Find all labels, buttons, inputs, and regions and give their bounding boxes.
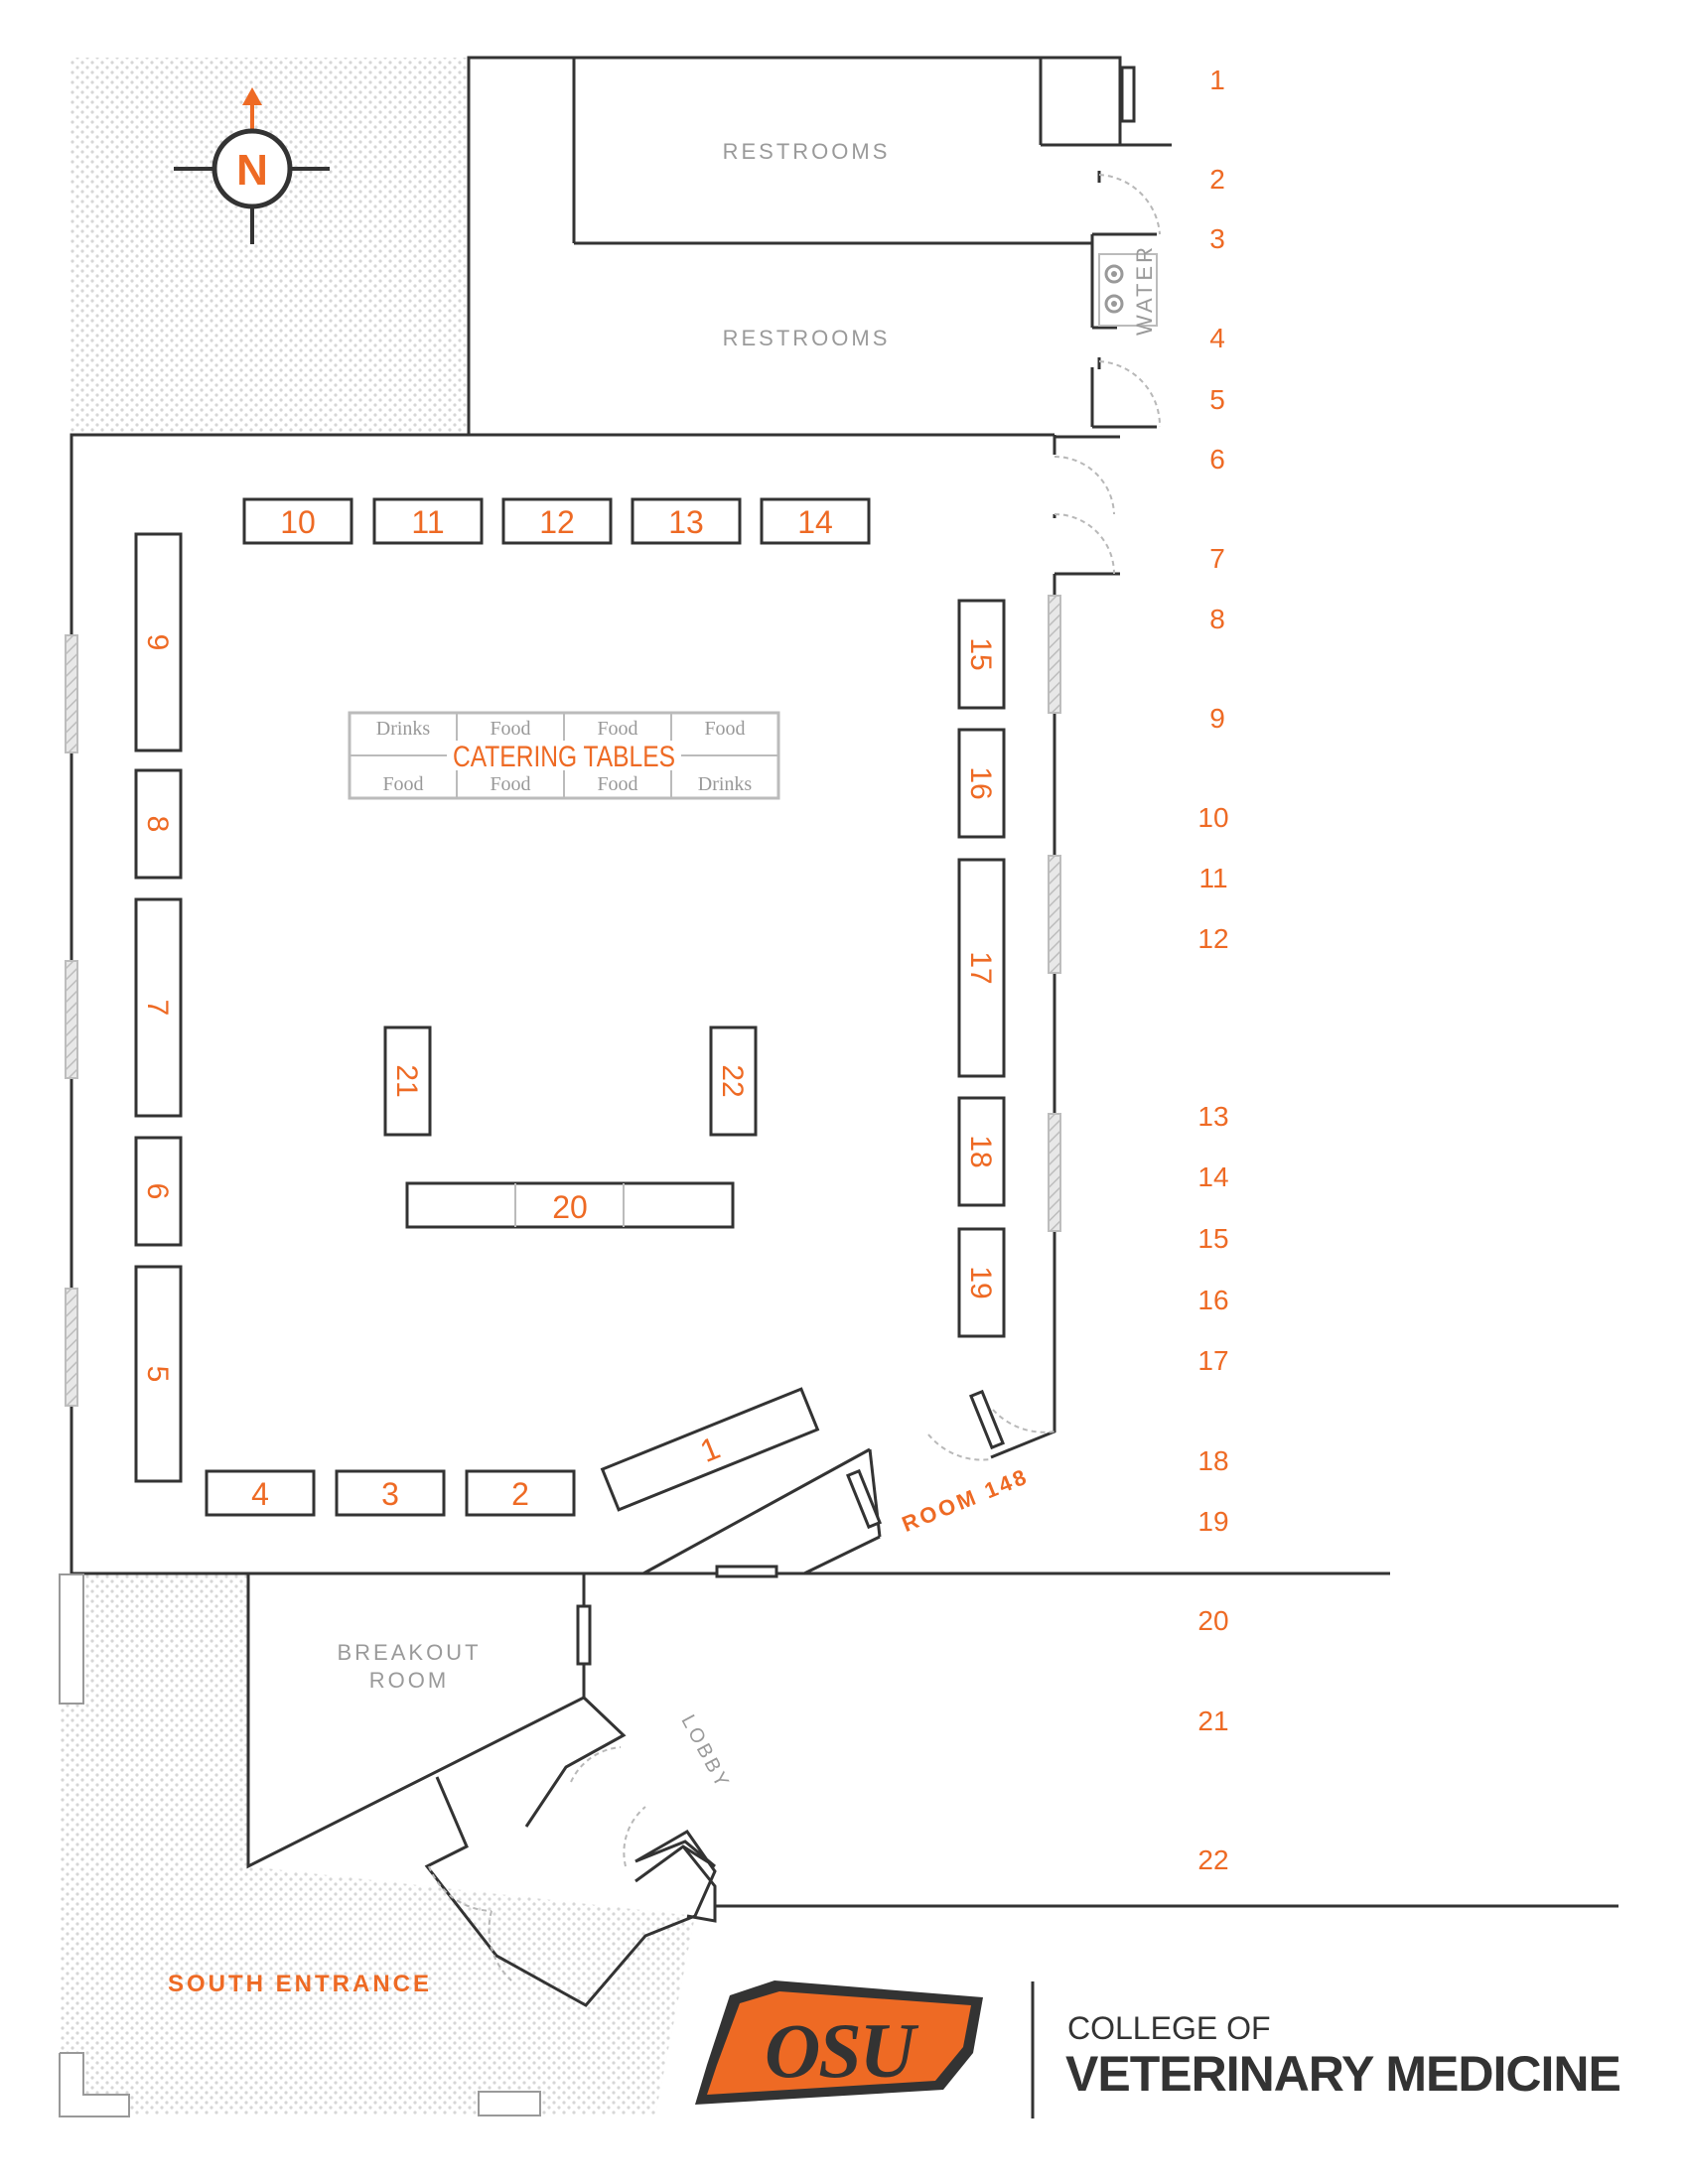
legend-10: 10 <box>1197 802 1228 833</box>
table-1 <box>600 1387 820 1512</box>
table-4-label: 4 <box>251 1476 269 1512</box>
catering-bottom-4: Drinks <box>698 773 753 795</box>
table-3-label: 3 <box>381 1476 399 1512</box>
legend-4: 4 <box>1209 323 1225 353</box>
table-19 <box>957 1227 1006 1338</box>
table-5-label: 5 <box>141 1366 174 1383</box>
legend-3: 3 <box>1209 223 1225 254</box>
compass-north-label: N <box>236 146 268 195</box>
osu-logo-icon: OSU <box>695 1980 983 2105</box>
table-6-label: 6 <box>141 1183 174 1200</box>
restrooms-label-top: RESTROOMS <box>723 139 891 164</box>
veterinary-medicine-label: VETERINARY MEDICINE <box>1065 2046 1620 2102</box>
legend-5: 5 <box>1209 384 1225 415</box>
water-label: WATER <box>1132 244 1157 336</box>
table-13-label: 13 <box>668 504 704 540</box>
breakout-room-label-line2: ROOM <box>369 1668 449 1693</box>
north-arrow-compass-icon: N <box>174 87 330 244</box>
breakout-room-label-line1: BREAKOUT <box>337 1640 481 1665</box>
catering-bottom-1: Food <box>382 773 423 795</box>
table-9 <box>134 532 183 752</box>
table-16 <box>957 728 1006 839</box>
number-legend: 1 2 3 4 5 6 7 8 9 10 11 12 13 14 15 16 1… <box>1197 65 1228 1875</box>
catering-bottom-3: Food <box>597 773 637 795</box>
table-3 <box>335 1469 446 1517</box>
catering-top-3: Food <box>597 718 637 740</box>
table-9-label: 9 <box>141 634 174 651</box>
legend-9: 9 <box>1209 703 1225 734</box>
footer: OSU COLLEGE OF VETERINARY MEDICINE <box>695 1980 1621 2118</box>
catering-top-1: Drinks <box>376 718 431 740</box>
table-11 <box>372 497 484 545</box>
table-8 <box>134 768 183 880</box>
table-8-label: 8 <box>141 816 174 833</box>
table-15-label: 15 <box>964 637 997 670</box>
table-5 <box>134 1265 183 1483</box>
college-of-label: COLLEGE OF <box>1067 2010 1271 2046</box>
lobby-label: LOBBY <box>676 1711 734 1793</box>
table-22 <box>709 1025 758 1137</box>
table-12 <box>501 497 613 545</box>
door-swings <box>428 174 1162 1981</box>
catering-top-4: Food <box>704 718 745 740</box>
table-14 <box>760 497 871 545</box>
legend-22: 22 <box>1197 1844 1228 1875</box>
legend-13: 13 <box>1197 1101 1228 1132</box>
table-22-label: 22 <box>716 1064 749 1097</box>
legend-18: 18 <box>1197 1445 1228 1476</box>
osu-logo-text: OSU <box>765 2007 919 2094</box>
restrooms-label-bottom: RESTROOMS <box>723 326 891 350</box>
table-7-label: 7 <box>141 1000 174 1017</box>
table-21 <box>383 1025 432 1137</box>
legend-6: 6 <box>1209 444 1225 475</box>
table-13 <box>631 497 742 545</box>
catering-top-2: Food <box>490 718 530 740</box>
windows <box>65 595 1061 1407</box>
table-7 <box>134 897 183 1118</box>
legend-8: 8 <box>1209 604 1225 634</box>
table-10 <box>242 497 353 545</box>
table-4 <box>205 1469 316 1517</box>
table-2 <box>465 1469 576 1517</box>
table-17-label: 17 <box>964 951 997 984</box>
table-10-label: 10 <box>280 504 316 540</box>
legend-2: 2 <box>1209 164 1225 195</box>
table-20-label: 20 <box>552 1189 588 1225</box>
table-11-label: 11 <box>411 504 444 540</box>
table-20 <box>405 1181 735 1229</box>
catering-bottom-2: Food <box>490 773 530 795</box>
catering-tables: Drinks Food Food Food Food Food Food Dri… <box>348 711 780 800</box>
legend-15: 15 <box>1197 1223 1228 1254</box>
water-fountain: WATER <box>1098 244 1158 336</box>
table-17 <box>957 858 1006 1078</box>
legend-17: 17 <box>1197 1345 1228 1376</box>
table-19-label: 19 <box>964 1266 997 1298</box>
legend-12: 12 <box>1197 923 1228 954</box>
catering-title: CATERING TABLES <box>453 740 675 773</box>
table-6 <box>134 1136 183 1247</box>
legend-16: 16 <box>1197 1285 1228 1315</box>
legend-7: 7 <box>1209 543 1225 574</box>
table-18-label: 18 <box>964 1135 997 1167</box>
table-2-label: 2 <box>511 1476 529 1512</box>
vendor-tables: 10 11 12 13 14 9 8 7 6 5 4 3 2 1 15 16 <box>134 497 1006 1517</box>
south-entrance-label: SOUTH ENTRANCE <box>168 1971 432 1997</box>
table-18 <box>957 1096 1006 1207</box>
room-148-label: ROOM 148 <box>899 1463 1033 1537</box>
table-15 <box>957 599 1006 710</box>
legend-14: 14 <box>1197 1161 1228 1192</box>
table-16-label: 16 <box>964 766 997 799</box>
table-12-label: 12 <box>539 504 575 540</box>
legend-21: 21 <box>1197 1706 1228 1736</box>
table-14-label: 14 <box>797 504 833 540</box>
legend-19: 19 <box>1197 1506 1228 1537</box>
table-21-label: 21 <box>390 1064 423 1097</box>
legend-1: 1 <box>1209 65 1225 95</box>
legend-20: 20 <box>1197 1605 1228 1636</box>
legend-11: 11 <box>1198 863 1227 893</box>
